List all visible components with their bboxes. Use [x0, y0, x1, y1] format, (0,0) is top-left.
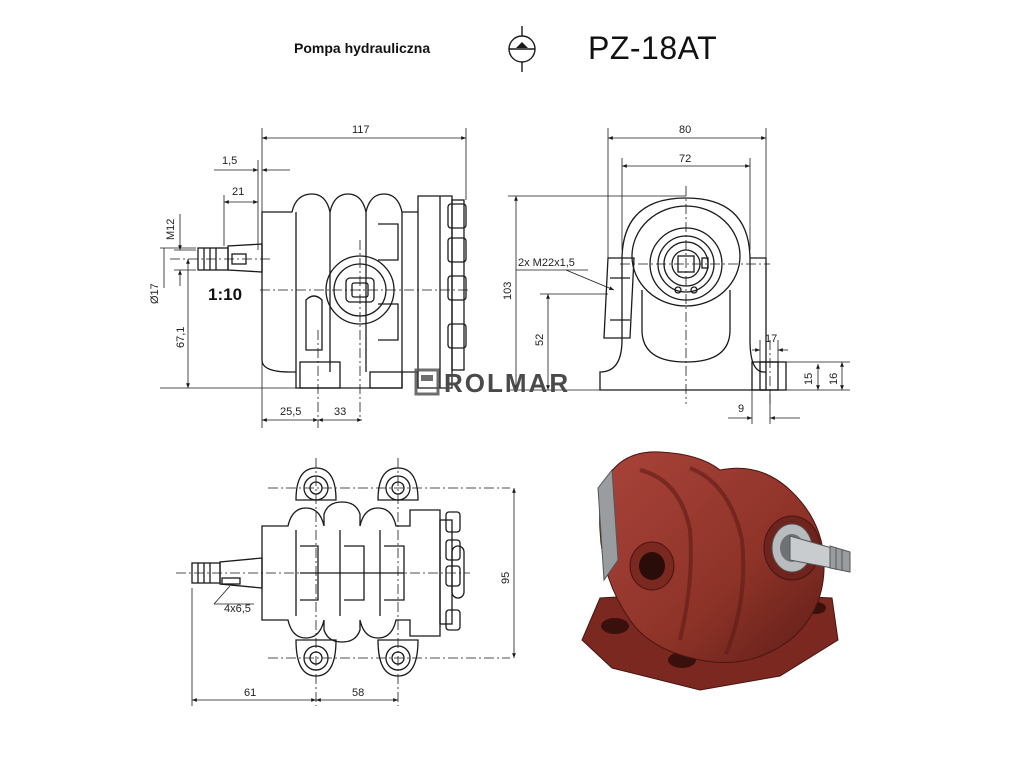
dim-thread: M12	[165, 219, 177, 240]
dim-offset: 1,5	[222, 155, 237, 167]
top-view	[176, 458, 510, 706]
dim-foot-offset: 9	[738, 403, 744, 415]
dim-foot-a: 25,5	[280, 406, 301, 418]
rolmar-watermark-logo	[414, 368, 440, 396]
side-view	[170, 193, 470, 428]
watermark: ROLMAR	[444, 368, 570, 398]
dim-shaft-diameter: Ø17	[149, 283, 161, 304]
dim-hole-spacing: 58	[352, 687, 364, 699]
dim-key: 4x6,5	[224, 603, 251, 615]
dim-foot-b: 33	[334, 406, 346, 418]
hydraulic-pump-symbol-icon	[508, 26, 536, 72]
dim-port-height: 52	[534, 334, 546, 346]
scale-label: 1:10	[208, 285, 242, 304]
pump-product-illustration	[581, 451, 851, 691]
dim-width-inner: 72	[679, 153, 691, 165]
side-view-dimensions	[160, 128, 467, 428]
dim-depth: 95	[500, 572, 512, 584]
dim-shaft-length: 21	[232, 186, 244, 198]
dim-overall-length: 117	[352, 124, 370, 136]
top-view-dimensions	[191, 488, 516, 706]
dim-width-outer: 80	[679, 124, 691, 136]
product-type-label: Pompa hydrauliczna	[294, 40, 431, 56]
dim-port: 2x M22x1,5	[518, 257, 575, 269]
front-view-dimensions	[508, 128, 850, 424]
dim-foot-h2: 16	[828, 373, 840, 385]
dim-axis-height: 67,1	[175, 327, 187, 348]
dim-foot-h1: 15	[803, 373, 815, 385]
model-number: PZ-18AT	[588, 30, 718, 66]
dim-height: 103	[502, 282, 514, 300]
front-view	[599, 186, 787, 404]
dim-foot-width: 17	[765, 333, 777, 345]
dim-shaft-to-holes: 61	[244, 687, 256, 699]
